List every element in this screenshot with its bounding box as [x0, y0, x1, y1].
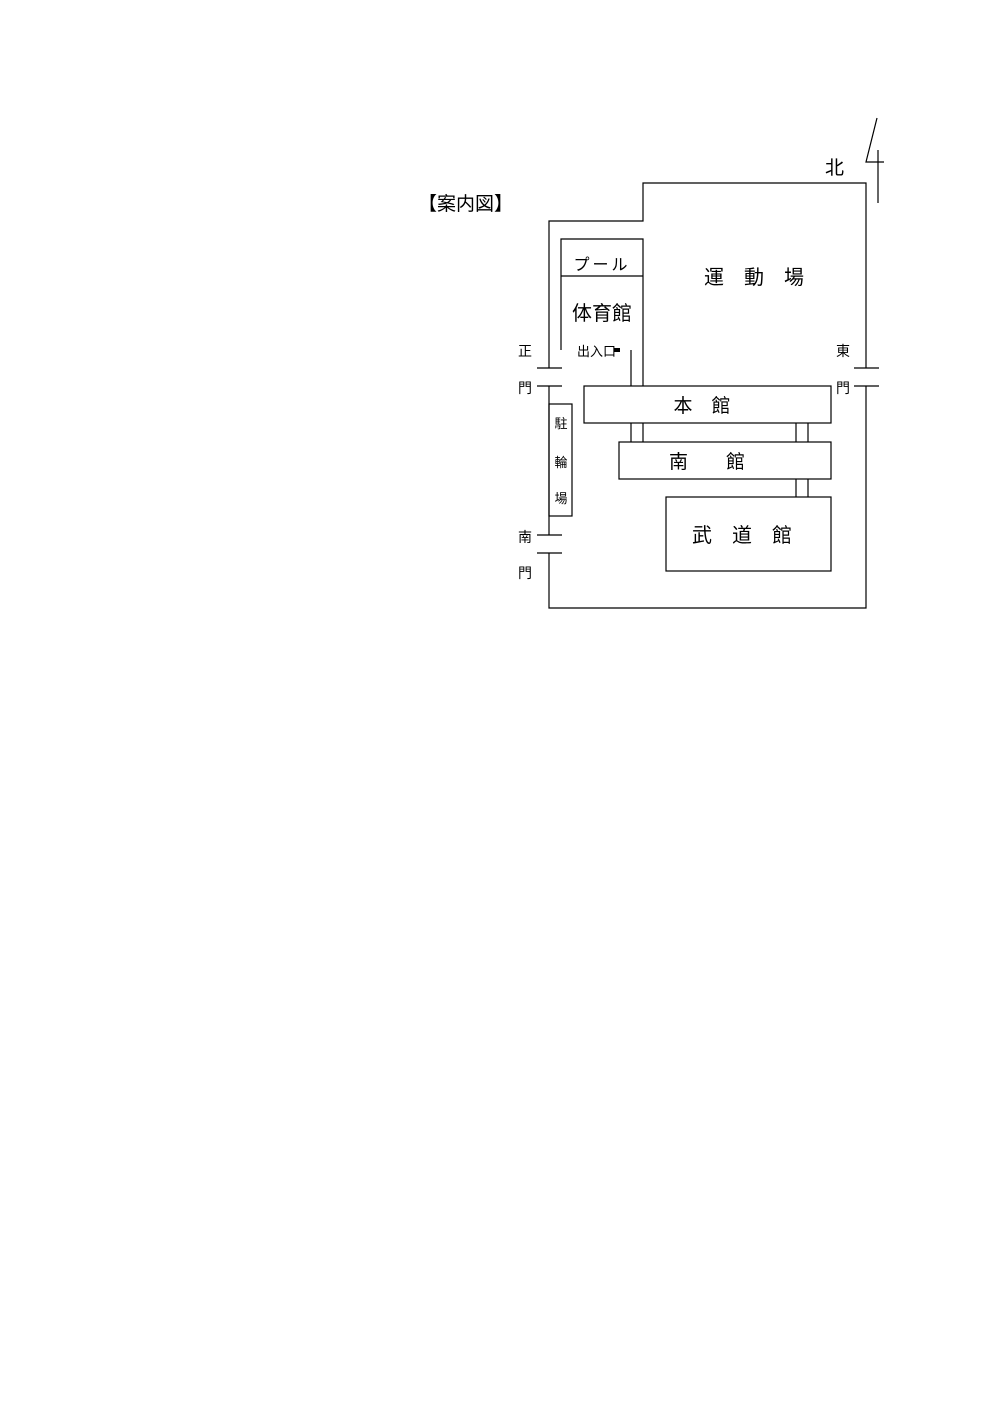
north-arrow-icon — [865, 117, 884, 203]
south-gate-label-1: 南 — [518, 530, 532, 546]
bike-parking-label-2: 輪 — [554, 455, 567, 471]
gym-entrance-label: 出入口 — [577, 345, 616, 360]
main-hall-label: 本 館 — [673, 395, 730, 417]
entrance-marker-icon — [614, 348, 620, 352]
budokan-label: 武 道 館 — [692, 523, 792, 547]
field-label: 運 動 場 — [704, 265, 804, 289]
main-gate-label-2: 門 — [518, 381, 532, 397]
east-gate-label-1: 東 — [836, 344, 850, 360]
south-hall-building — [618, 441, 832, 480]
budokan-building — [665, 496, 832, 572]
corridor-gym-main — [630, 350, 644, 386]
north-label: 北 — [825, 157, 844, 179]
pool-gym-building — [560, 238, 644, 350]
east-gate-mark — [854, 367, 879, 387]
main-gate-mark — [537, 367, 562, 387]
pool-label: プール — [573, 255, 630, 274]
south-hall-label: 南 館 — [669, 451, 745, 473]
main-hall-building — [583, 385, 832, 424]
south-gate-mark — [537, 534, 562, 554]
corridor-south-budokan — [795, 479, 809, 497]
east-gate-label-2: 門 — [836, 381, 850, 397]
bike-parking-area — [548, 403, 573, 517]
main-gate-label-1: 正 — [518, 344, 532, 360]
corridor-main-south — [630, 423, 809, 442]
bike-parking-label-1: 駐 — [554, 417, 567, 432]
bike-parking-label-3: 場 — [554, 492, 567, 507]
gym-label: 体育館 — [572, 301, 632, 325]
map-title: 【案内図】 — [418, 193, 513, 215]
south-gate-label-2: 門 — [518, 566, 532, 582]
